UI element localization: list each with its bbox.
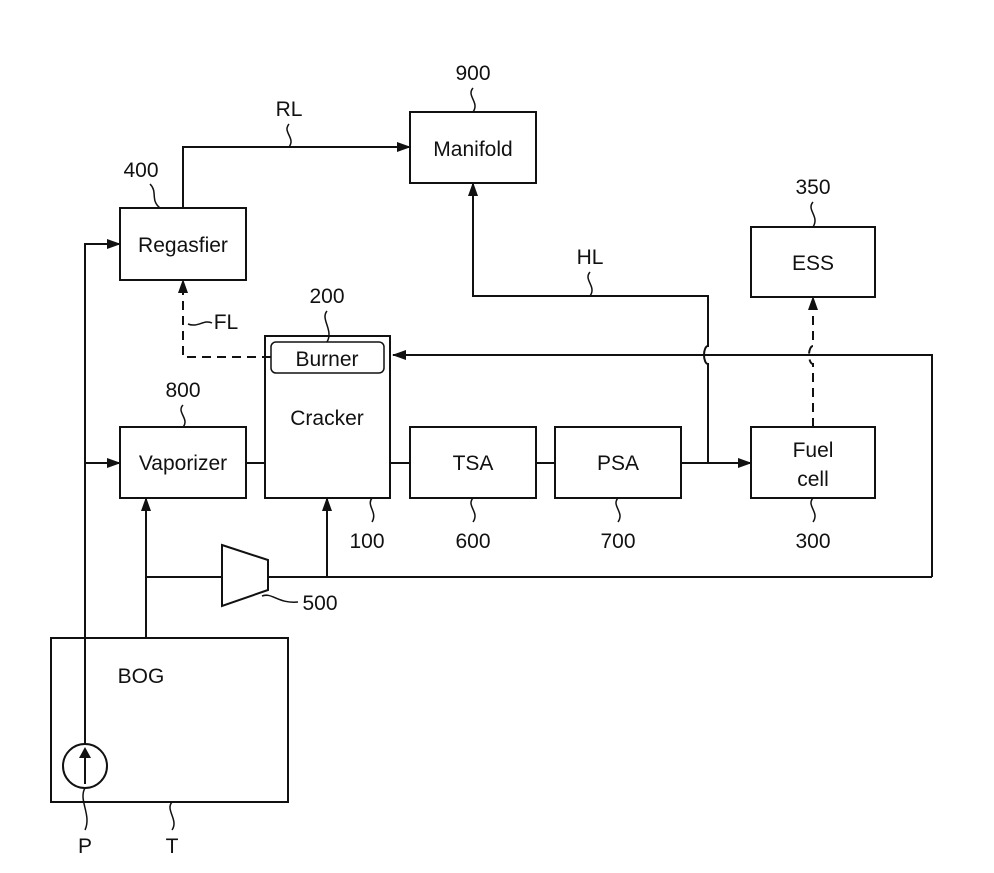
fuel-cell-label-line2: cell [797, 468, 829, 491]
leader-700 [616, 498, 620, 522]
manifold-block: Manifold [410, 112, 536, 183]
leader-t [170, 802, 174, 830]
fuel-cell-label-line1: Fuel [793, 439, 834, 462]
tsa-label: TSA [453, 452, 494, 475]
ref-500: 500 [302, 592, 337, 615]
manifold-label: Manifold [433, 138, 512, 161]
leader-hl [588, 272, 592, 296]
tsa-block: TSA [410, 427, 536, 498]
regasifier-label: Regasfier [138, 234, 228, 257]
pump-symbol [63, 744, 107, 788]
line-label-rl: RL [276, 98, 303, 121]
regasifier-block: Regasfier [120, 208, 246, 280]
ess-label: ESS [792, 252, 834, 275]
tank-bog-label: BOG [118, 665, 165, 688]
ref-100: 100 [349, 530, 384, 553]
ref-400: 400 [123, 159, 158, 182]
vaporizer-block: Vaporizer [120, 427, 246, 498]
ref-700: 700 [600, 530, 635, 553]
cracker-label: Cracker [290, 407, 364, 430]
leader-300 [811, 498, 815, 522]
ess-block: ESS [751, 227, 875, 297]
leader-fl [188, 322, 212, 325]
ref-900: 900 [455, 62, 490, 85]
leader-100 [370, 498, 373, 522]
line-label-fl: FL [214, 311, 239, 334]
ref-t: T [166, 835, 179, 858]
line-label-hl: HL [577, 246, 604, 269]
ref-600: 600 [455, 530, 490, 553]
leader-rl [287, 124, 291, 147]
fuel-cell-block: Fuel cell [751, 427, 875, 498]
leader-500 [262, 595, 298, 602]
hl-hydrogen-line [473, 183, 708, 463]
psa-label: PSA [597, 452, 639, 475]
fuel-cell-to-ess-line [809, 297, 813, 427]
burner-label: Burner [295, 348, 358, 371]
burner-block: Burner [271, 342, 384, 373]
leader-900 [471, 88, 475, 112]
ref-350: 350 [795, 176, 830, 199]
psa-block: PSA [555, 427, 681, 498]
rl-line [183, 147, 410, 208]
leader-400 [150, 184, 160, 208]
ref-200: 200 [309, 285, 344, 308]
ref-p: P [78, 835, 92, 858]
vaporizer-label: Vaporizer [139, 452, 227, 475]
leader-350 [811, 202, 815, 227]
leader-600 [471, 498, 475, 522]
ref-300: 300 [795, 530, 830, 553]
ref-800: 800 [165, 379, 200, 402]
leader-800 [181, 405, 185, 427]
compressor-symbol [222, 545, 268, 606]
